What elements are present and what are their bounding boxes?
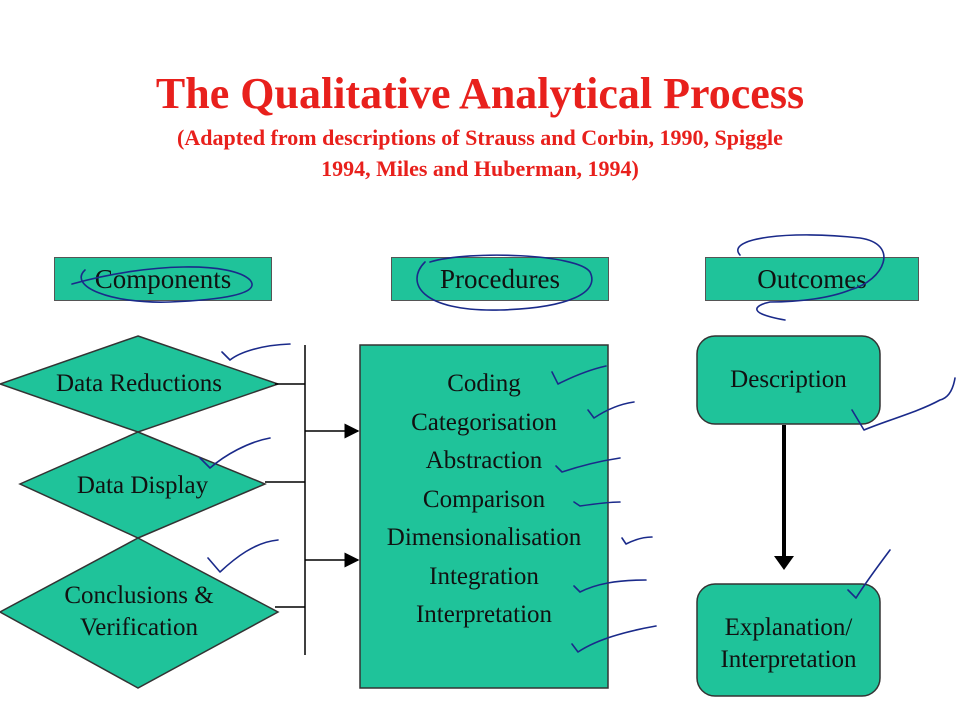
procedures-list: Coding Categorisation Abstraction Compar… (360, 365, 608, 635)
handwritten-check-conclusions (207, 539, 279, 573)
header-outcomes: Outcomes (705, 257, 919, 301)
procedure-comparison: Comparison (422, 485, 546, 513)
handwritten-check-display (199, 437, 271, 469)
procedure-dimensionalisation: Dimensionalisation (386, 524, 582, 551)
handwritten-check-reductions (221, 343, 291, 361)
handwritten-check-categorisation (587, 401, 635, 419)
handwritten-check-integration (573, 579, 647, 593)
component-conclusions-line-1: Conclusions & (64, 582, 214, 609)
header-components: Components (54, 257, 272, 301)
handwritten-check-interpretation (571, 625, 657, 653)
handwritten-check-coding (551, 365, 607, 385)
outcome-description: Description (730, 366, 847, 393)
procedure-abstraction: Abstraction (425, 447, 543, 474)
component-data-display: Data Display (76, 472, 209, 499)
handwritten-check-comparison (573, 501, 621, 507)
diamond-conclusions (0, 537, 280, 689)
handwritten-check-dimensionalisation (621, 536, 653, 545)
procedure-interpretation: Interpretation (415, 601, 553, 628)
component-data-reductions: Data Reductions (56, 370, 222, 397)
procedure-integration: Integration (429, 562, 539, 590)
handwritten-check-abstraction (555, 457, 621, 473)
box-procedures (359, 344, 609, 689)
handwritten-check-description (851, 377, 956, 431)
component-conclusions: Conclusions & Verification (0, 580, 278, 644)
component-conclusions-line-2: Verification (79, 614, 198, 641)
procedure-categorisation: Categorisation (411, 408, 557, 436)
subtitle-line-1: (Adapted from descriptions of Strauss an… (177, 125, 783, 150)
arrowhead-description-to-explanation (774, 556, 794, 570)
outcome-explanation-line-2: Interpretation (720, 646, 857, 673)
handwritten-circle-outcomes (737, 234, 885, 321)
diagram-subtitle: (Adapted from descriptions of Strauss an… (90, 122, 870, 184)
diagram-title: The Qualitative Analytical Process (155, 69, 805, 118)
box-explanation (696, 583, 881, 697)
procedure-coding: Coding (447, 370, 521, 397)
handwritten-circle-components (71, 266, 253, 303)
subtitle-line-2: 1994, Miles and Huberman, 1994) (321, 156, 639, 181)
handwritten-check-explanation (847, 549, 891, 599)
outcome-explanation-line-1: Explanation/ (724, 614, 853, 641)
header-procedures: Procedures (391, 257, 609, 301)
box-description (696, 335, 881, 425)
outcome-explanation: Explanation/ Interpretation (697, 612, 880, 676)
handwritten-circle-procedures (416, 254, 593, 311)
